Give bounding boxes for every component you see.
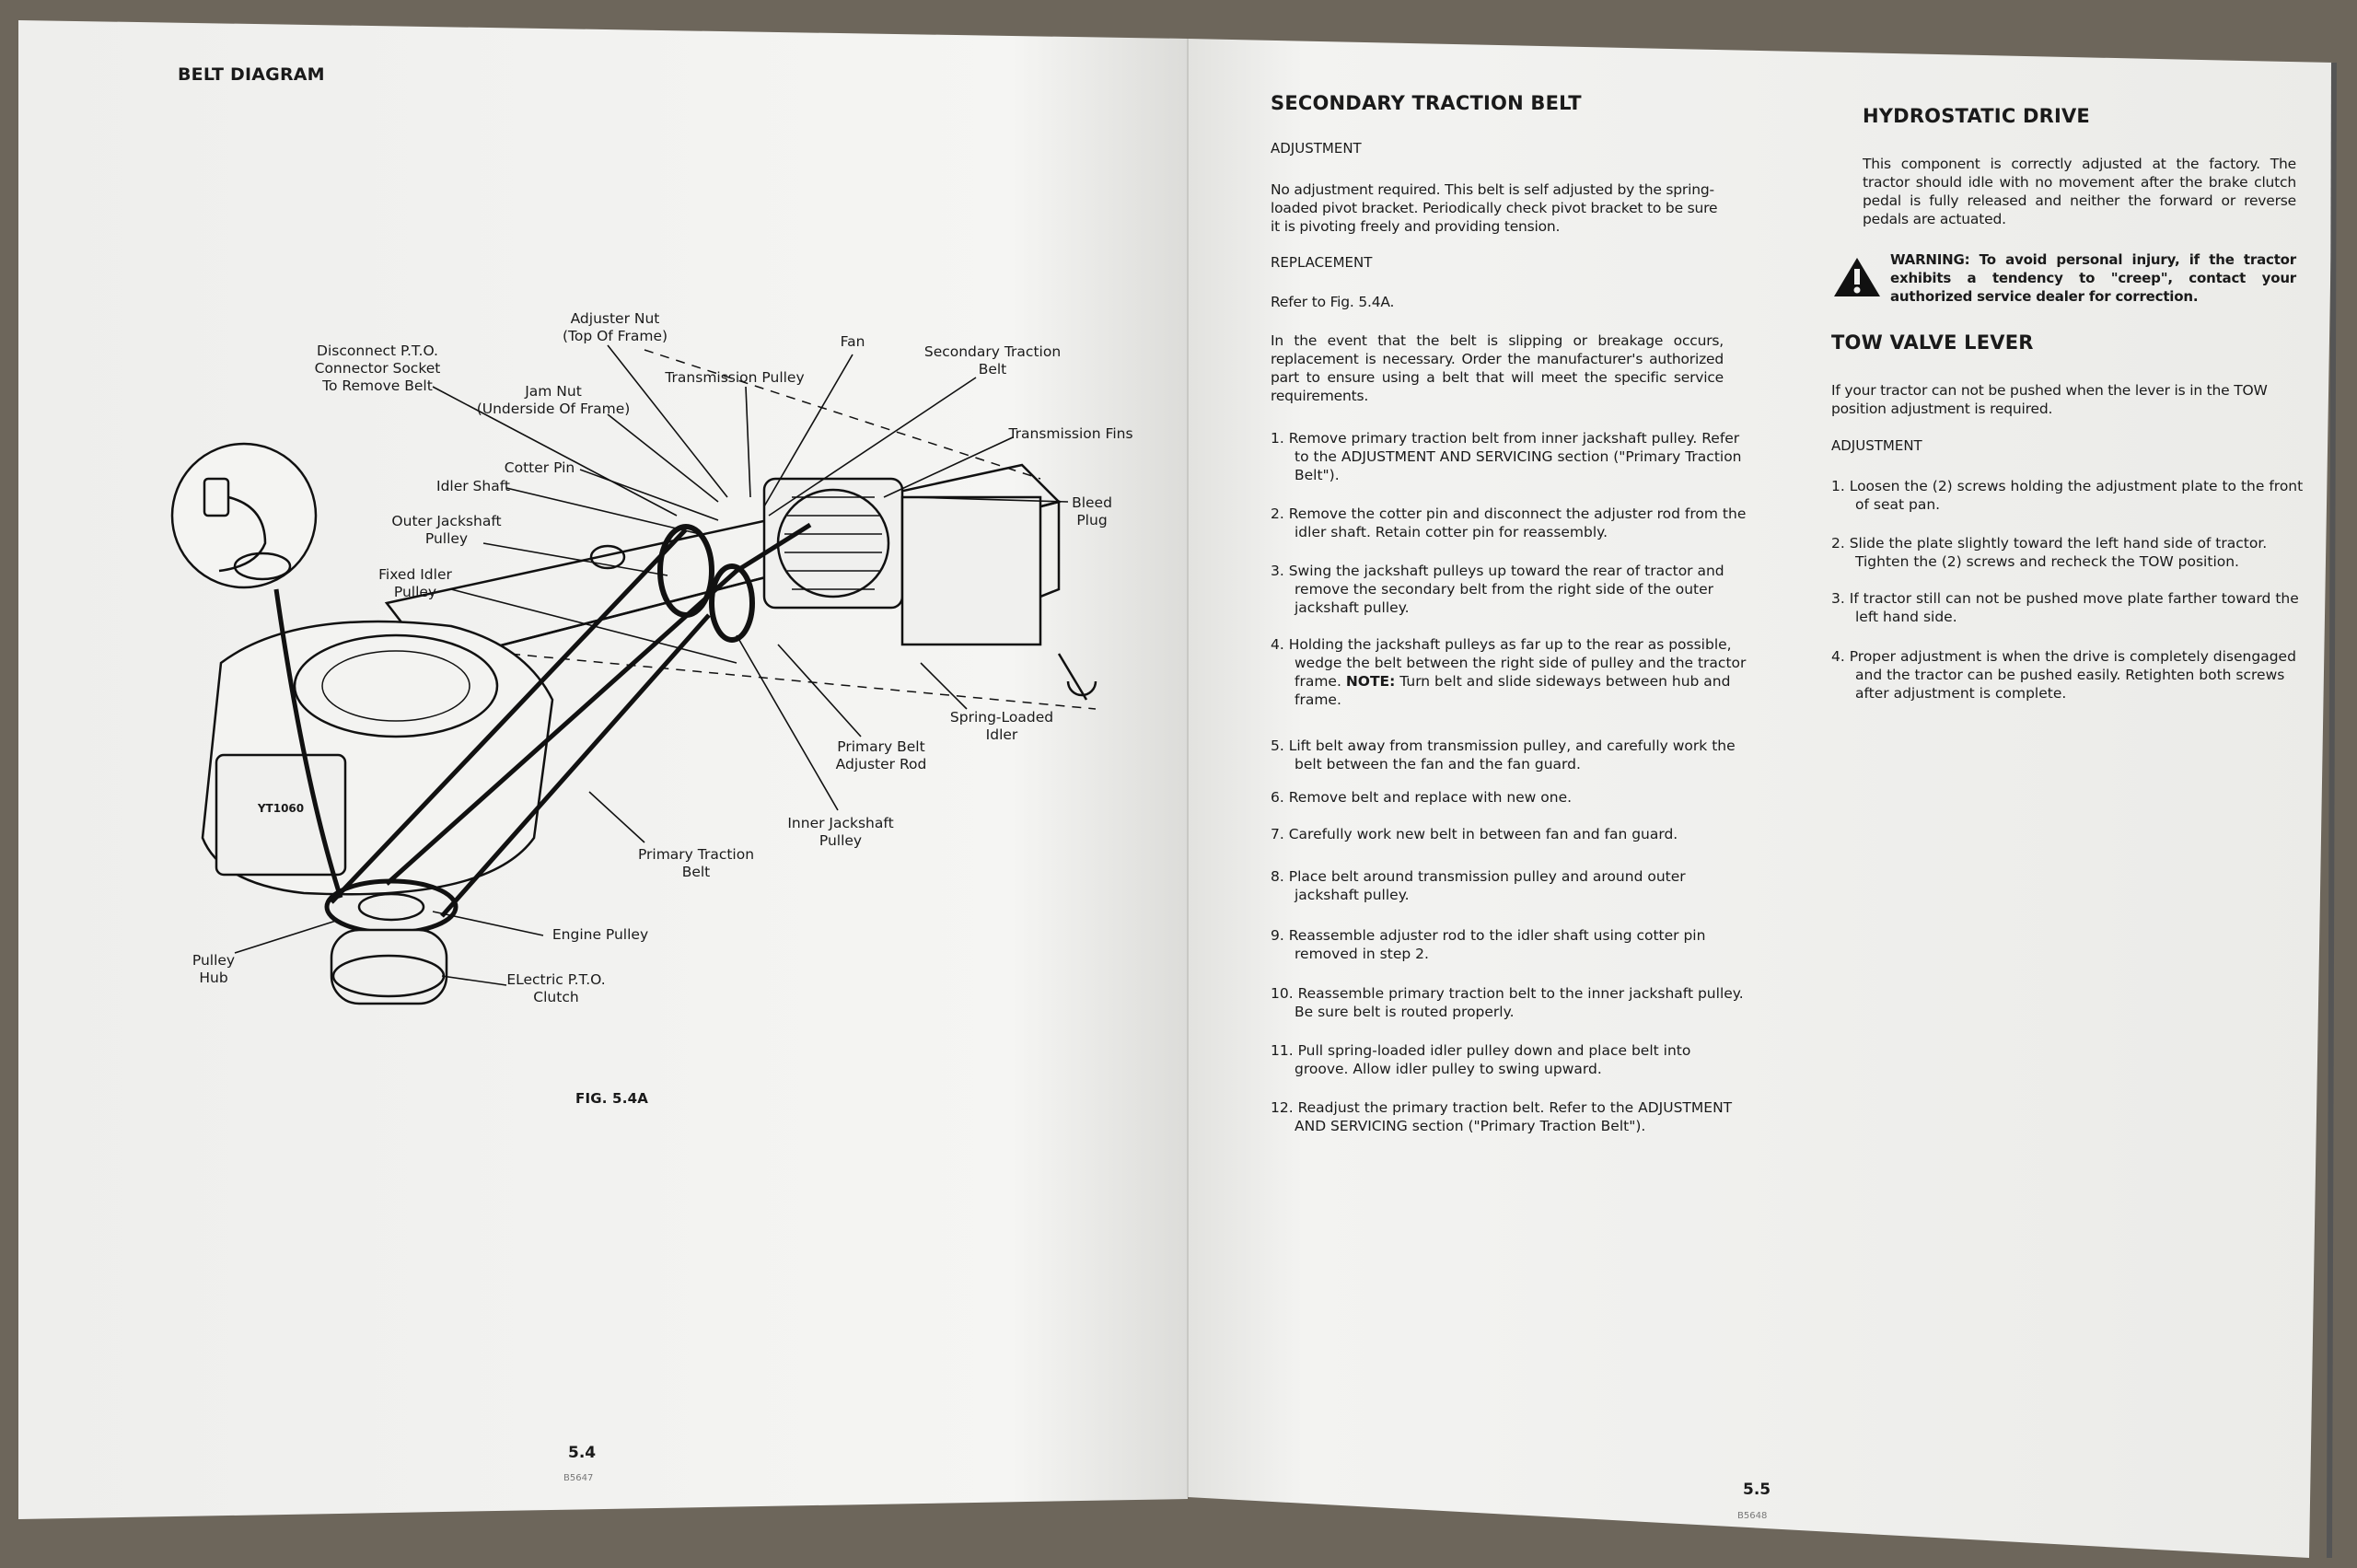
label-outer-jackshaft-pulley: Outer Jackshaft Pulley	[391, 513, 502, 547]
label-cotter-pin: Cotter Pin	[504, 459, 575, 476]
label-pulley-hub: Pulley Hub	[192, 952, 236, 986]
replacement-text: In the event that the belt is slipping o…	[1271, 332, 1724, 404]
replacement-step: 7. Carefully work new belt in between fa…	[1271, 826, 1678, 842]
tow-step: 4. Proper adjustment is when the drive i…	[1831, 648, 2296, 702]
label-primary-traction-belt: Primary Traction Belt	[637, 846, 755, 880]
label-inner-jackshaft-pulley: Inner Jackshaft Pulley	[787, 815, 894, 849]
adjustment-text: No adjustment required. This belt is sel…	[1271, 181, 1718, 235]
label-electric-pto-clutch: ELectric P.T.O. Clutch	[506, 971, 606, 1005]
warning-text: WARNING: To avoid personal injury, if th…	[1890, 251, 2296, 305]
subheading-tow-adjustment: ADJUSTMENT	[1831, 437, 1922, 454]
refer-figure: Refer to Fig. 5.4A.	[1271, 294, 1395, 310]
label-secondary-traction-belt: Secondary Traction Belt	[923, 343, 1062, 377]
label-adjuster-nut: Adjuster Nut (Top Of Frame)	[562, 310, 668, 344]
replacement-step: 2. Remove the cotter pin and disconnect …	[1271, 505, 1747, 540]
tow-step: 2. Slide the plate slightly toward the l…	[1831, 535, 2268, 570]
label-transmission-fins: Transmission Fins	[1008, 425, 1133, 442]
replacement-step: 12. Readjust the primary traction belt. …	[1271, 1099, 1733, 1134]
left-page	[18, 20, 1188, 1519]
tow-valve-text: If your tractor can not be pushed when t…	[1831, 382, 2268, 417]
section-title-tow-valve-lever: TOW VALVE LEVER	[1831, 331, 2034, 354]
label-jam-nut: Jam Nut (Underside Of Frame)	[476, 383, 631, 417]
label-disconnect-pto: Disconnect P.T.O. Connector Socket To Re…	[314, 343, 441, 394]
warning-icon	[1834, 258, 1880, 296]
label-idler-shaft: Idler Shaft	[436, 478, 510, 494]
label-bleed-plug: Bleed Plug	[1072, 494, 1112, 528]
note-label: NOTE:	[1345, 673, 1396, 690]
hydrostatic-text: This component is correctly adjusted at …	[1863, 156, 2296, 227]
section-title-secondary-traction-belt: SECONDARY TRACTION BELT	[1271, 92, 1582, 114]
label-transmission-pulley: Transmission Pulley	[665, 369, 805, 386]
replacement-step: 1. Remove primary traction belt from inn…	[1271, 430, 1742, 483]
belt-diagram-drawing	[170, 344, 1097, 1005]
label-primary-belt-adjuster-rod: Primary Belt Adjuster Rod	[835, 738, 927, 772]
label-fixed-idler-pulley: Fixed Idler Pulley	[378, 566, 452, 600]
replacement-step: 4. Holding the jackshaft pulleys as far …	[1271, 636, 1747, 708]
doc-code-left: B5647	[563, 1473, 594, 1483]
label-model-yt1060: YT1060	[257, 802, 305, 815]
replacement-step: 5. Lift belt away from transmission pull…	[1271, 738, 1736, 772]
replacement-step: 9. Reassemble adjuster rod to the idler …	[1271, 927, 1706, 962]
figure-caption: FIG. 5.4A	[575, 1090, 649, 1107]
section-title-hydrostatic-drive: HYDROSTATIC DRIVE	[1863, 105, 2090, 127]
replacement-step: 6. Remove belt and replace with new one.	[1271, 789, 1573, 806]
tow-step: 3. If tractor still can not be pushed mo…	[1831, 590, 2299, 625]
replacement-step: 11. Pull spring-loaded idler pulley down…	[1271, 1042, 1691, 1077]
page-number-right: 5.5	[1743, 1481, 1771, 1499]
replacement-step: 10. Reassemble primary traction belt to …	[1271, 985, 1744, 1020]
subheading-replacement: REPLACEMENT	[1271, 254, 1373, 271]
replacement-step: 8. Place belt around transmission pulley…	[1271, 868, 1686, 903]
doc-code-right: B5648	[1737, 1511, 1768, 1521]
right-page	[1188, 39, 2334, 1558]
label-engine-pulley: Engine Pulley	[552, 926, 649, 943]
page-title-belt-diagram: BELT DIAGRAM	[178, 64, 325, 85]
label-fan: Fan	[840, 333, 865, 350]
subheading-adjustment: ADJUSTMENT	[1271, 140, 1362, 157]
page-number-left: 5.4	[568, 1444, 597, 1462]
replacement-step: 3. Swing the jackshaft pulleys up toward…	[1271, 563, 1724, 616]
page-edge	[2327, 62, 2337, 1559]
tow-step: 1. Loosen the (2) screws holding the adj…	[1831, 478, 2304, 513]
label-spring-loaded-idler: Spring-Loaded Idler	[949, 709, 1054, 743]
